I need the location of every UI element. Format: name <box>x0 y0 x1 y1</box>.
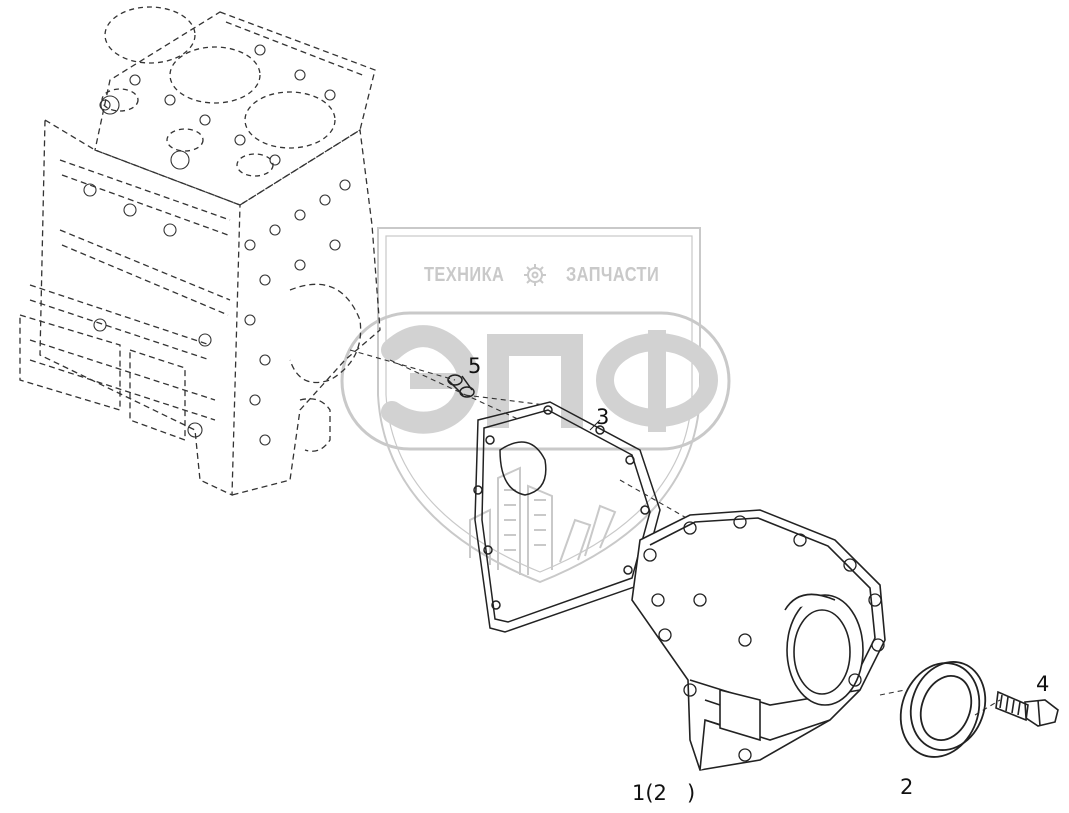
gasket <box>473 401 661 633</box>
housing-bolt-bosses <box>643 515 885 762</box>
watermark-gear-icon <box>524 264 546 286</box>
bolt <box>995 690 1059 727</box>
engine-cylinder-bores <box>101 6 336 177</box>
oil-seal <box>899 661 987 758</box>
callout-part-1: 1(2 ) <box>632 781 696 805</box>
dowel-pin <box>447 374 475 398</box>
callout-part-3: 3 <box>596 405 610 429</box>
engine-bolt-holes <box>83 44 351 446</box>
callout-part-2: 2 <box>900 775 914 799</box>
front-cover-housing <box>631 509 886 771</box>
watermark-left-word: ТЕХНИКА <box>424 264 505 286</box>
watermark-buildings <box>469 466 617 575</box>
engine-block <box>19 11 381 497</box>
callout-part-5: 5 <box>468 354 482 378</box>
watermark-right-word: ЗАПЧАСТИ <box>566 264 660 286</box>
callout-part-4: 4 <box>1036 672 1050 696</box>
leader-lines <box>589 419 601 431</box>
watermark-logo-band <box>340 311 731 451</box>
